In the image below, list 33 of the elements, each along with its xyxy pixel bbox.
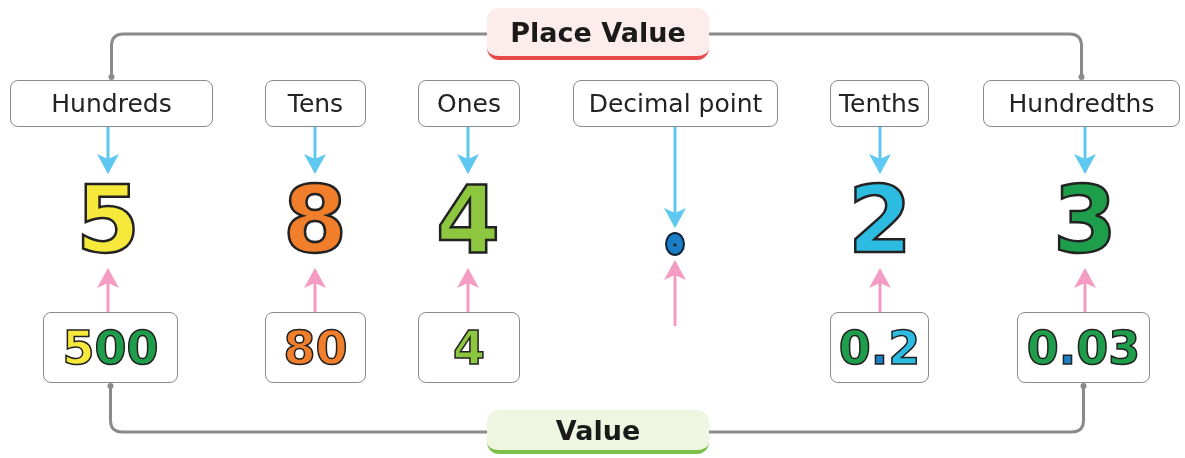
value-card: 0.2: [830, 312, 929, 383]
value-card: 4: [418, 312, 520, 383]
place-name-label: Tens: [265, 80, 366, 127]
value-card: 0.03: [1017, 312, 1150, 383]
connector-line: [709, 32, 1085, 80]
arrow: [457, 127, 479, 174]
connector-line: [709, 383, 1087, 434]
place-name-label: Tenths: [830, 80, 929, 127]
arrow: [97, 127, 119, 174]
arrow: [304, 268, 326, 312]
digit: 8: [283, 178, 347, 264]
arrow: [304, 127, 326, 174]
heading-banner: Value: [487, 410, 709, 454]
digit: 4: [436, 178, 500, 264]
arrow: [664, 260, 686, 326]
digit: 2: [848, 178, 912, 264]
digit: 3: [1053, 178, 1117, 264]
connector-line: [108, 32, 487, 80]
arrow: [664, 127, 686, 228]
arrow: [869, 127, 891, 174]
value-card: 80: [265, 312, 366, 383]
place-name-label: Ones: [418, 80, 520, 127]
heading-banner: Place Value: [487, 8, 709, 60]
place-name-label: Hundredths: [983, 80, 1180, 127]
arrow: [97, 268, 119, 312]
arrow: [1074, 127, 1096, 174]
place-name-label: Decimal point: [573, 80, 778, 127]
arrow: [869, 268, 891, 312]
arrow: [457, 268, 479, 312]
digit: 5: [76, 178, 140, 264]
place-name-label: Hundreds: [10, 80, 213, 127]
value-card: 500: [43, 312, 178, 383]
arrow: [1074, 268, 1096, 312]
